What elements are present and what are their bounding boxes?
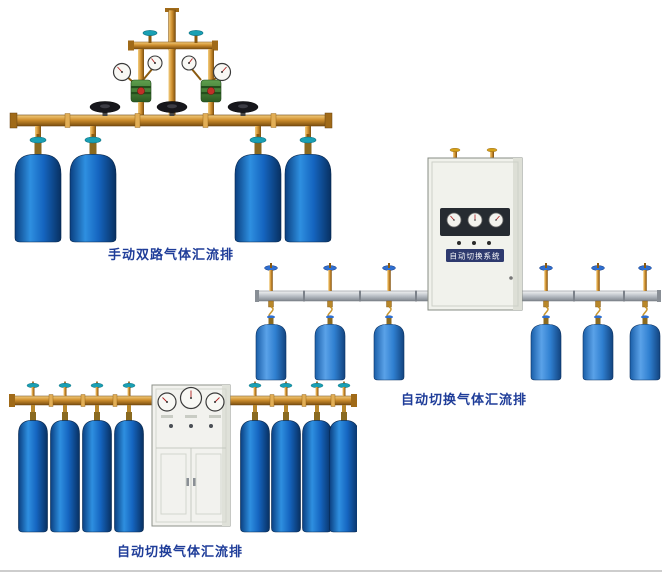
- indicator-light: [487, 241, 491, 245]
- door-handle: [186, 478, 189, 486]
- top-pipe-assembly: [128, 8, 218, 115]
- cylinder-station: [629, 263, 661, 381]
- cylinder-station: [234, 126, 282, 243]
- gas-cylinder: [82, 420, 112, 533]
- pressure-gauge: [147, 55, 163, 71]
- pressure-gauge: [446, 212, 462, 228]
- manual-dual-manifold-illustration: [9, 8, 333, 243]
- gas-cylinder: [329, 420, 357, 533]
- pipe-elbow: [128, 40, 134, 51]
- pressure-gauge: [467, 212, 483, 228]
- pressure-gauge: [179, 386, 203, 410]
- label-strip: [209, 415, 221, 418]
- gas-cylinder: [629, 323, 661, 381]
- pressure-gauge: [181, 55, 197, 71]
- cylinder-station: [530, 263, 562, 381]
- gas-cylinder: [14, 154, 62, 243]
- caption-auto-switch-floor: 自动切换气体汇流排: [117, 545, 244, 560]
- main-valve-handwheel: [156, 101, 188, 116]
- gas-cylinder: [302, 420, 332, 533]
- cylinder-station: [271, 381, 301, 533]
- page-bottom-edge: [0, 570, 662, 572]
- cabinet-nameplate: [446, 249, 504, 262]
- cylinder-valve-handwheel: [84, 136, 102, 144]
- auto-switch-wall-illustration: 自动切换系统: [255, 148, 661, 381]
- pressure-gauge: [157, 392, 177, 412]
- caption-auto-switch-wall: 自动切换气体汇流排: [401, 393, 528, 408]
- product-auto-switch-floor-manifold: [5, 378, 357, 538]
- cylinder-station: [582, 263, 614, 381]
- product-manual-dual-manifold: [5, 8, 335, 244]
- cylinder-station: [82, 381, 112, 533]
- pressure-regulator-right: [181, 55, 232, 115]
- cabinet-top-valve: [486, 148, 498, 152]
- pressure-gauge: [112, 62, 132, 82]
- cylinder-station: [114, 381, 144, 533]
- control-cabinet: 自动切换系统: [427, 148, 523, 311]
- cylinder-station: [302, 381, 332, 533]
- cylinder-station: [14, 126, 62, 243]
- indicator-light: [472, 241, 476, 245]
- cabinet-door: [160, 453, 187, 515]
- gas-cylinder: [314, 323, 346, 381]
- cylinder-station: [50, 381, 80, 533]
- control-knob: [189, 424, 193, 428]
- shutoff-valve-handwheel: [188, 30, 204, 43]
- regulator-knob: [137, 87, 145, 95]
- control-cabinet: [151, 384, 231, 527]
- gas-cylinder: [114, 420, 144, 533]
- gas-cylinder: [240, 420, 270, 533]
- caption-manual-dual-manifold: 手动双路气体汇流排: [108, 248, 235, 263]
- gas-cylinder: [530, 323, 562, 381]
- cylinder-valve-handwheel: [249, 136, 267, 144]
- gas-cylinder: [373, 323, 405, 381]
- shutoff-valve-handwheel: [142, 30, 158, 43]
- center-drop-pipe: [168, 49, 176, 115]
- pressure-regulator-left: [112, 55, 163, 115]
- gas-cylinder: [69, 154, 117, 243]
- cylinder-station: [255, 263, 287, 381]
- branch-pipe-left: [138, 49, 144, 80]
- cylinder-station: [314, 263, 346, 381]
- cabinet-door: [195, 453, 222, 515]
- cylinder-station: [18, 381, 48, 533]
- manifold-pipe: [9, 394, 357, 407]
- pressure-gauge: [212, 62, 232, 82]
- cylinder-station: [373, 263, 405, 381]
- label-strip: [161, 415, 173, 418]
- product-auto-switch-wall-manifold: 自动切换系统: [255, 148, 661, 382]
- gas-cylinder: [50, 420, 80, 533]
- door-lock: [509, 276, 513, 280]
- cylinder-valve-handwheel: [299, 136, 317, 144]
- label-strip: [185, 415, 197, 418]
- cabinet-nameplate-text: 自动切换系统: [450, 251, 501, 261]
- main-valve-handwheel: [227, 101, 259, 116]
- top-header-pipe: [132, 41, 214, 50]
- indicator-light: [457, 241, 461, 245]
- pressure-gauge: [205, 392, 225, 412]
- cylinder-station: [240, 381, 270, 533]
- pressure-gauge: [488, 212, 504, 228]
- gas-cylinder: [271, 420, 301, 533]
- cylinder-station: [69, 126, 117, 243]
- control-knob: [169, 424, 173, 428]
- auto-switch-floor-illustration: [9, 381, 357, 533]
- gas-cylinder: [18, 420, 48, 533]
- cabinet-top-valve: [449, 148, 461, 152]
- gas-cylinder: [255, 323, 287, 381]
- main-valve-handwheel: [89, 101, 121, 116]
- cylinder-valve-handwheel: [29, 136, 47, 144]
- door-handle: [193, 478, 196, 486]
- control-knob: [209, 424, 213, 428]
- pipe-elbow: [212, 40, 218, 51]
- cylinder-station: [284, 126, 332, 243]
- regulator-knob: [207, 87, 215, 95]
- cylinder-station: [329, 381, 357, 533]
- branch-pipe-right: [208, 49, 214, 80]
- gas-cylinder: [582, 323, 614, 381]
